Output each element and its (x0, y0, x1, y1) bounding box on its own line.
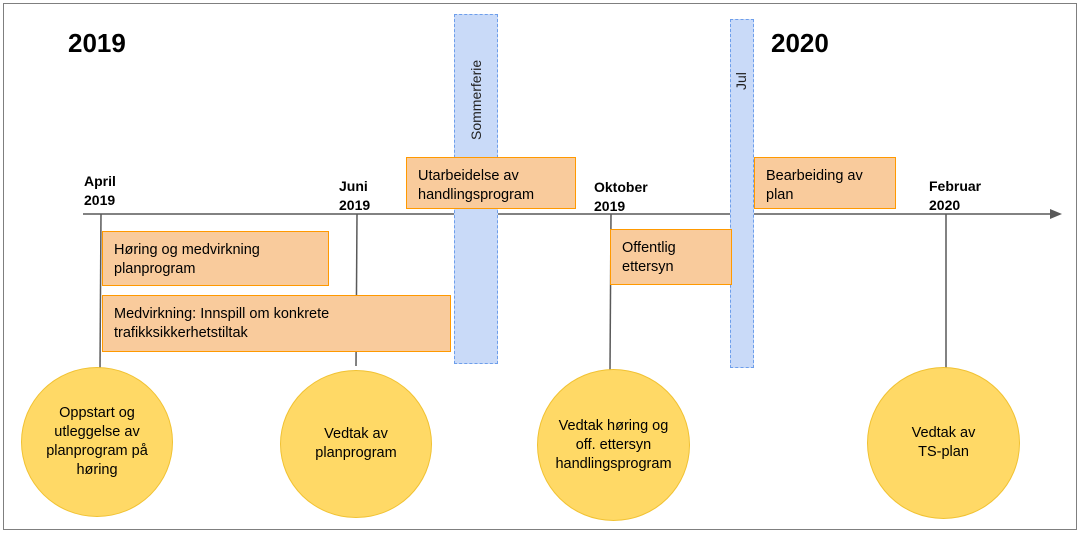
milestone-oppstart: Oppstart og utleggelse av planprogram på… (21, 367, 173, 517)
milestone-vedtak-ts-plan: Vedtak av TS-plan (867, 367, 1020, 519)
date-juni-2019: Juni 2019 (339, 178, 371, 213)
activity-offentlig-ettersyn: Offentlig ettersyn (610, 229, 732, 285)
activity-medvirkning-innspill: Medvirkning: Innspill om konkrete trafik… (102, 295, 451, 352)
activity-horing-medvirkning: Høring og medvirkning planprogram (102, 231, 329, 286)
year-2020: 2020 (771, 28, 829, 58)
period-jul-label: Jul (733, 72, 749, 90)
timeline-arrowhead (1050, 209, 1062, 219)
tick-april (99, 213, 102, 370)
milestone-vedtak-horing: Vedtak høring og off. ettersyn handlings… (537, 369, 690, 521)
activity-bearbeiding: Bearbeiding av plan (754, 157, 896, 209)
period-sommerferie-label: Sommerferie (468, 59, 484, 140)
activity-utarbeidelse: Utarbeidelse av handlingsprogram (406, 157, 576, 209)
diagram-frame (3, 3, 1077, 530)
date-april-2019: April 2019 (84, 173, 116, 208)
date-oktober-2019: Oktober 2019 (594, 179, 648, 214)
date-februar-2020: Februar 2020 (929, 178, 982, 213)
year-2019: 2019 (68, 28, 126, 58)
period-jul (730, 19, 754, 368)
milestone-vedtak-planprogram: Vedtak av planprogram (280, 370, 432, 518)
